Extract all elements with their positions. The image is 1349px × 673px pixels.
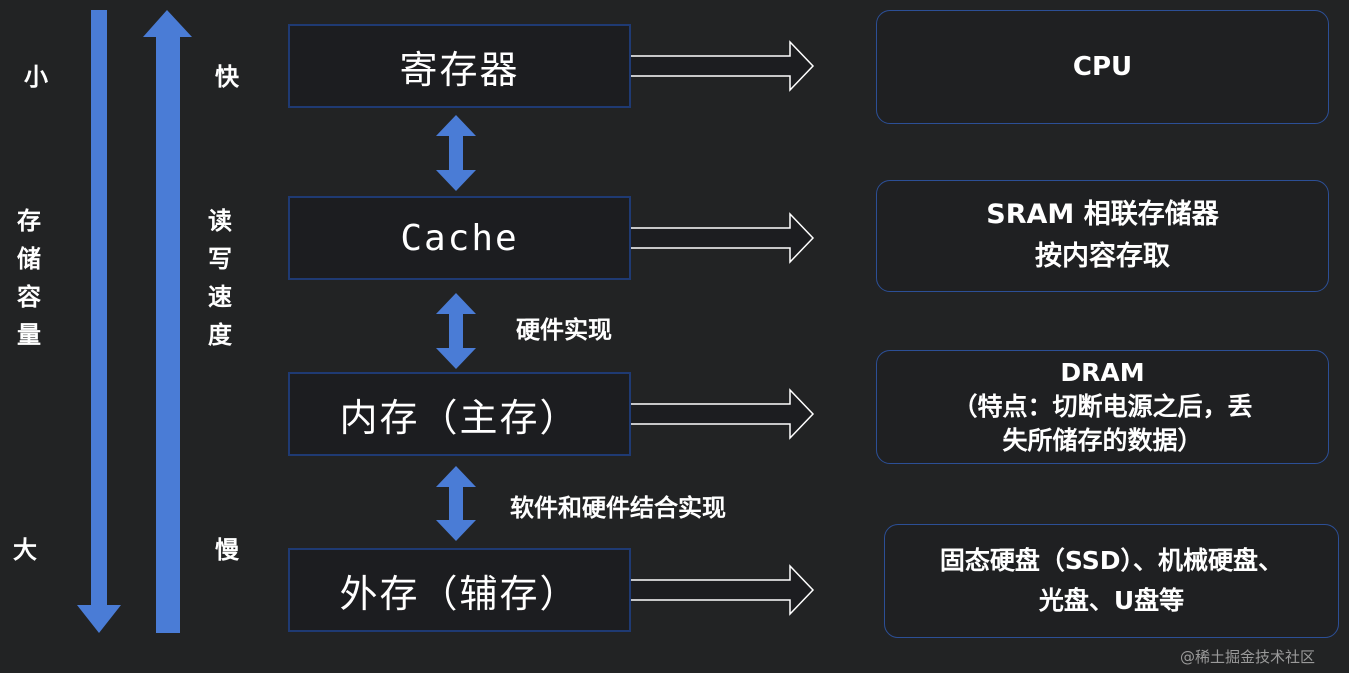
desc-line: （特点：切断电源之后，丢 [952, 392, 1253, 421]
capacity-title-char: 容 [17, 283, 41, 311]
desc-line: 按内容存取 [1035, 241, 1170, 272]
desc-box-external: 固态硬盘（SSD）、机械硬盘、 光盘、U盘等 [884, 524, 1339, 638]
desc-line: 固态硬盘（SSD）、机械硬盘、 [939, 546, 1284, 575]
level-box-main-memory: 内存（主存） [288, 372, 631, 456]
capacity-large-label: 大 [13, 536, 37, 564]
capacity-title-char: 储 [17, 245, 41, 273]
capacity-title-char: 量 [17, 321, 41, 349]
capacity-title-char: 存 [17, 207, 41, 235]
speed-slow-label: 慢 [215, 536, 239, 564]
level-1-right-arrow [629, 212, 815, 264]
connector-0-double-arrow [436, 115, 476, 191]
level-box-register: 寄存器 [288, 24, 631, 108]
speed-title-char: 读 [208, 207, 232, 235]
desc-box-cpu: CPU [876, 10, 1329, 124]
speed-title-char: 速 [208, 283, 232, 311]
desc-line: 失所储存的数据） [1002, 426, 1203, 455]
capacity-axis-arrow [77, 10, 121, 633]
desc-line: DRAM [1060, 358, 1145, 387]
connector-note-hardware: 硬件实现 [516, 316, 612, 344]
speed-title-char: 度 [208, 321, 232, 349]
desc-line: SRAM 相联存储器 [986, 199, 1219, 230]
level-3-right-arrow [629, 564, 815, 616]
speed-axis-arrow [143, 10, 192, 633]
desc-line: 光盘、U盘等 [1038, 586, 1185, 615]
level-box-external-storage: 外存（辅存） [288, 548, 631, 632]
capacity-axis-title: 存 储 容 量 [14, 202, 44, 354]
speed-axis-title: 读 写 速 度 [205, 202, 235, 354]
desc-box-dram: DRAM （特点：切断电源之后，丢 失所储存的数据） [876, 350, 1329, 464]
capacity-small-label: 小 [24, 63, 48, 91]
speed-fast-label: 快 [215, 63, 239, 91]
level-0-right-arrow [629, 40, 815, 92]
desc-box-sram: SRAM 相联存储器 按内容存取 [876, 180, 1329, 292]
connector-1-double-arrow [436, 293, 476, 369]
watermark: @稀土掘金技术社区 [1180, 648, 1316, 666]
desc-line: CPU [1072, 52, 1133, 82]
connector-note-software-hardware: 软件和硬件结合实现 [510, 494, 726, 522]
connector-2-double-arrow [436, 466, 476, 541]
level-box-cache: Cache [288, 196, 631, 280]
level-2-right-arrow [629, 388, 815, 440]
speed-title-char: 写 [208, 245, 232, 273]
